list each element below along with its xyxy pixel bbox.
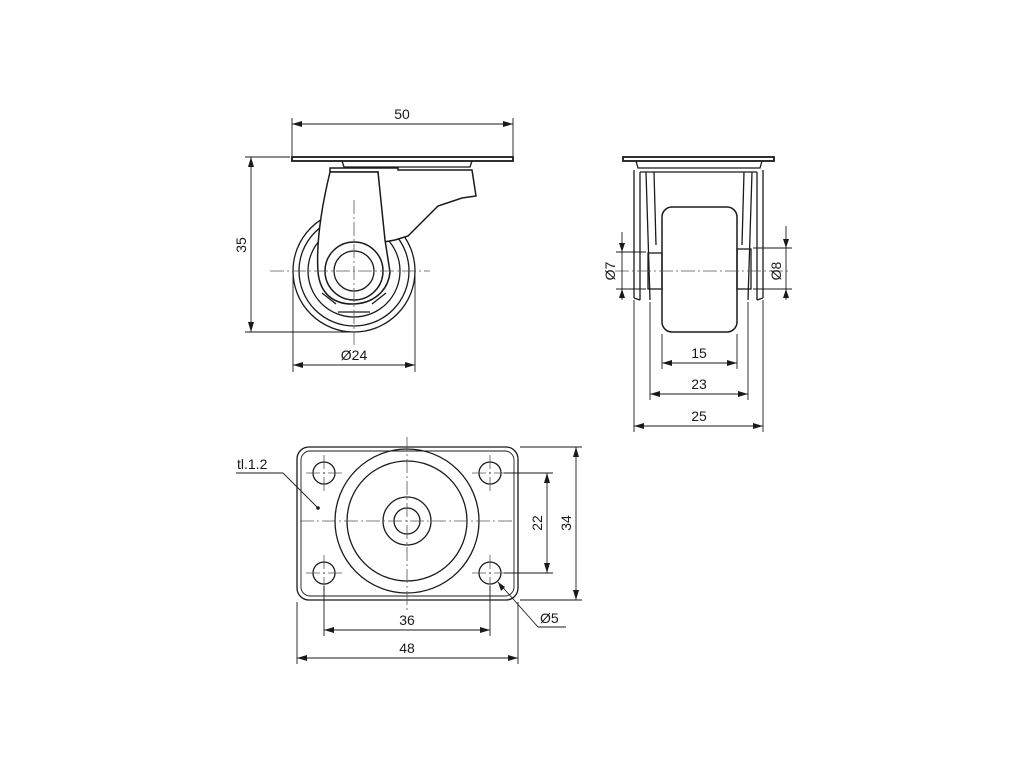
front-top-plate bbox=[622, 156, 775, 162]
front-fork-outer-label: 25 bbox=[691, 408, 707, 424]
front-view: Ø7 Ø8 15 23 25 bbox=[602, 156, 792, 432]
top-hole-spacing-y-label: 22 bbox=[529, 515, 545, 531]
side-wheel-spoke bbox=[371, 292, 387, 305]
top-plate-outer bbox=[296, 446, 519, 601]
front-fork-left bbox=[633, 170, 641, 301]
side-swivel-boss bbox=[341, 160, 473, 168]
front-swivel-boss bbox=[635, 160, 763, 169]
top-hole-spacing-x-label: 36 bbox=[399, 612, 415, 628]
front-axle-left-label: Ø7 bbox=[602, 261, 618, 280]
side-height-label: 35 bbox=[233, 237, 249, 253]
front-fork-inner-right bbox=[741, 171, 753, 301]
side-width-label: 50 bbox=[394, 106, 410, 122]
side-wheel-spoke bbox=[321, 292, 337, 305]
top-view: tl.1.2 22 34 36 48 Ø5 bbox=[236, 437, 582, 664]
top-plate-inner bbox=[300, 450, 515, 597]
side-top-plate bbox=[291, 156, 514, 162]
top-plate-height-label: 34 bbox=[558, 515, 574, 531]
side-wheel-diameter-label: Ø24 bbox=[341, 347, 368, 363]
top-hole-diameter-label: Ø5 bbox=[540, 610, 559, 626]
front-axle-right-label: Ø8 bbox=[768, 261, 784, 280]
front-wheel bbox=[661, 206, 738, 333]
top-hole-diameter-leader bbox=[497, 581, 539, 628]
top-thickness-label: tl.1.2 bbox=[237, 456, 268, 472]
front-fork-inner-left bbox=[645, 171, 657, 301]
front-fork-inner-label: 23 bbox=[691, 376, 707, 392]
side-view: 50 35 Ø24 bbox=[233, 106, 514, 372]
front-axle-right bbox=[736, 248, 752, 290]
top-thickness-leader bbox=[282, 472, 319, 509]
front-wheel-width-label: 15 bbox=[691, 345, 707, 361]
top-plate-width-label: 48 bbox=[399, 640, 415, 656]
front-fork-right bbox=[756, 170, 764, 301]
